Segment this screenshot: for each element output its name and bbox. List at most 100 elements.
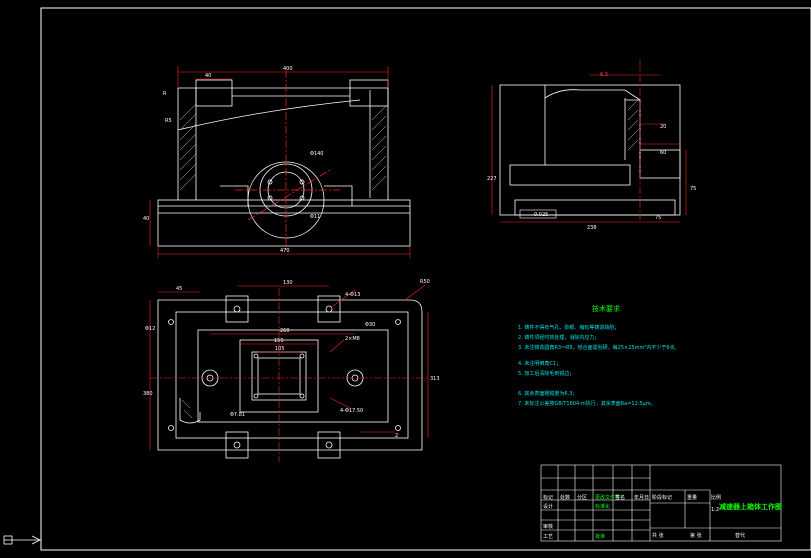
tb-approve: 批准 bbox=[595, 533, 605, 540]
side-body bbox=[544, 85, 641, 165]
tb-sheet-label: 共 张 bbox=[652, 532, 664, 539]
side-flatness-frame bbox=[519, 209, 557, 219]
plan-view bbox=[157, 295, 423, 459]
dim-front-top-left: 40 bbox=[205, 73, 211, 79]
dim-side-flatness: 0.025 bbox=[534, 212, 548, 218]
plan-outline bbox=[157, 299, 423, 451]
dim-plan-hole-a: Φ12 bbox=[145, 326, 155, 332]
side-base bbox=[514, 199, 676, 216]
title-block-text: 标记 处数 分区 更改文件号 签名 年月日 设计 标准化 审核 工艺 批准 阶段… bbox=[543, 494, 782, 540]
plan-lug bbox=[225, 295, 249, 323]
side-view bbox=[499, 84, 681, 216]
front-bolt-hole bbox=[299, 179, 305, 185]
front-bolt-hole bbox=[299, 195, 305, 201]
dim-side-right-c: 75 bbox=[690, 186, 696, 192]
plan-rib bbox=[179, 398, 201, 424]
front-body bbox=[177, 87, 389, 200]
front-bolt-hole bbox=[267, 195, 273, 201]
dim-front-top-width: 400 bbox=[283, 66, 293, 72]
front-view bbox=[157, 79, 411, 247]
front-top-boss-right bbox=[349, 79, 389, 107]
plan-dimensions bbox=[149, 284, 429, 450]
dim-plan-center-c: 105 bbox=[275, 346, 285, 352]
plan-corner-hole bbox=[168, 425, 174, 431]
front-top-boss bbox=[195, 79, 233, 107]
dim-plan-ref-e: 2 bbox=[395, 433, 398, 439]
tech-line-2: 2. 铸件须经时效处理，消除内应力； bbox=[518, 334, 599, 341]
plan-hatch bbox=[181, 399, 193, 419]
dim-plan-left-h: 380 bbox=[143, 391, 153, 397]
title-block bbox=[540, 464, 782, 542]
tb-drawing-name: 减速器上箱体工作图 bbox=[719, 502, 782, 511]
front-base bbox=[157, 199, 411, 247]
front-cover-curve bbox=[177, 99, 361, 131]
tb-weight-label: 重量 bbox=[687, 494, 697, 501]
front-dimensions bbox=[149, 66, 411, 258]
dim-side-right-a: 60 bbox=[660, 150, 666, 156]
tb-scale-label: 比例 bbox=[711, 494, 721, 501]
tb-review: 审核 bbox=[543, 523, 553, 530]
plan-cover-screw bbox=[299, 353, 305, 359]
front-bolt-hole bbox=[267, 179, 273, 185]
plan-cover-screw bbox=[299, 393, 305, 399]
plan-leader bbox=[404, 284, 426, 301]
front-centerlines bbox=[235, 70, 340, 250]
plan-cover-screw bbox=[253, 393, 259, 399]
tech-requirements: 技术要求 1. 铸件不得有气孔、砂眼、缩松等铸造缺陷； 2. 铸件须经时效处理，… bbox=[518, 304, 680, 407]
tb-scale-value: 1:2 bbox=[711, 507, 719, 513]
dim-front-small-hole: Φ11 bbox=[310, 214, 320, 220]
tb-change-doc: 更改文件号 bbox=[595, 494, 620, 501]
side-hatch bbox=[627, 99, 639, 151]
plan-corner-hole bbox=[395, 319, 401, 325]
dim-front-left-height: 40 bbox=[143, 216, 149, 222]
dim-plan-hole-c: Φ7.81 bbox=[230, 412, 245, 418]
plan-bolt bbox=[233, 441, 241, 449]
plan-lug bbox=[317, 295, 341, 323]
plan-bolt bbox=[325, 441, 333, 449]
plan-leader bbox=[329, 397, 351, 409]
tech-line-1: 1. 铸件不得有气孔、砂眼、缩松等铸造缺陷； bbox=[518, 324, 619, 331]
dim-plan-hole-d: 4-Φ17.50 bbox=[340, 408, 363, 414]
plan-inner bbox=[175, 311, 409, 439]
dim-side-right-d: 75 bbox=[655, 215, 661, 221]
dim-plan-top: 130 bbox=[283, 280, 293, 286]
tb-sheet-label2: 第 张 bbox=[690, 532, 702, 539]
dim-plan-thread-b: Φ30 bbox=[365, 322, 375, 328]
dim-plan-center-b: 155 bbox=[274, 338, 284, 344]
tech-title: 技术要求 bbox=[592, 304, 620, 313]
dim-plan-right-h: 313 bbox=[430, 376, 440, 382]
plan-window bbox=[197, 329, 389, 423]
side-wall bbox=[624, 98, 640, 160]
dim-front-ref-r: R bbox=[163, 91, 167, 97]
tech-line-5: 5. 加工后清除毛刺锐边； bbox=[518, 370, 574, 377]
ucs-origin bbox=[3, 535, 13, 545]
plan-leader bbox=[329, 339, 345, 353]
tb-standard: 标准化 bbox=[595, 503, 610, 510]
dim-plan-thread-a: 2×M8 bbox=[345, 336, 360, 342]
plan-lug bbox=[317, 431, 341, 459]
dim-plan-left-top: 45 bbox=[176, 286, 182, 292]
plan-corner-hole bbox=[168, 319, 174, 325]
plan-bolt bbox=[233, 305, 241, 313]
dim-front-bore: Φ140 bbox=[310, 151, 323, 157]
ucs-icon bbox=[3, 535, 41, 545]
dim-plan-hole-b: 4-Φ13 bbox=[345, 292, 360, 298]
tb-mark: 标记 bbox=[543, 494, 553, 501]
dim-plan-center-a: 260 bbox=[280, 328, 290, 334]
tb-stage-label: 阶段标记 bbox=[652, 494, 672, 501]
tb-sign: 签名 bbox=[615, 494, 625, 501]
plan-corner-hole bbox=[395, 425, 401, 431]
plan-lug bbox=[225, 431, 249, 459]
tech-line-3: 3. 未注铸造圆角R3～R5，结合面需刮研。每25×25mm²内不少于6点。 bbox=[518, 344, 680, 351]
dim-side-roughness: 6.3 bbox=[600, 72, 608, 78]
ucs-x-arrow bbox=[31, 535, 41, 545]
front-bosses bbox=[220, 185, 353, 206]
tb-replace-label: 替代 bbox=[735, 532, 745, 539]
side-dimensions bbox=[491, 74, 687, 223]
tech-line-7: 7. 未标注公差按GB/T1804-m执行，其余表面Ra=12.5μm。 bbox=[518, 400, 656, 407]
tb-process: 工艺 bbox=[543, 534, 553, 540]
tb-design: 设计 bbox=[543, 503, 553, 510]
drawing-border bbox=[40, 7, 811, 551]
dim-side-width: 238 bbox=[587, 225, 597, 231]
